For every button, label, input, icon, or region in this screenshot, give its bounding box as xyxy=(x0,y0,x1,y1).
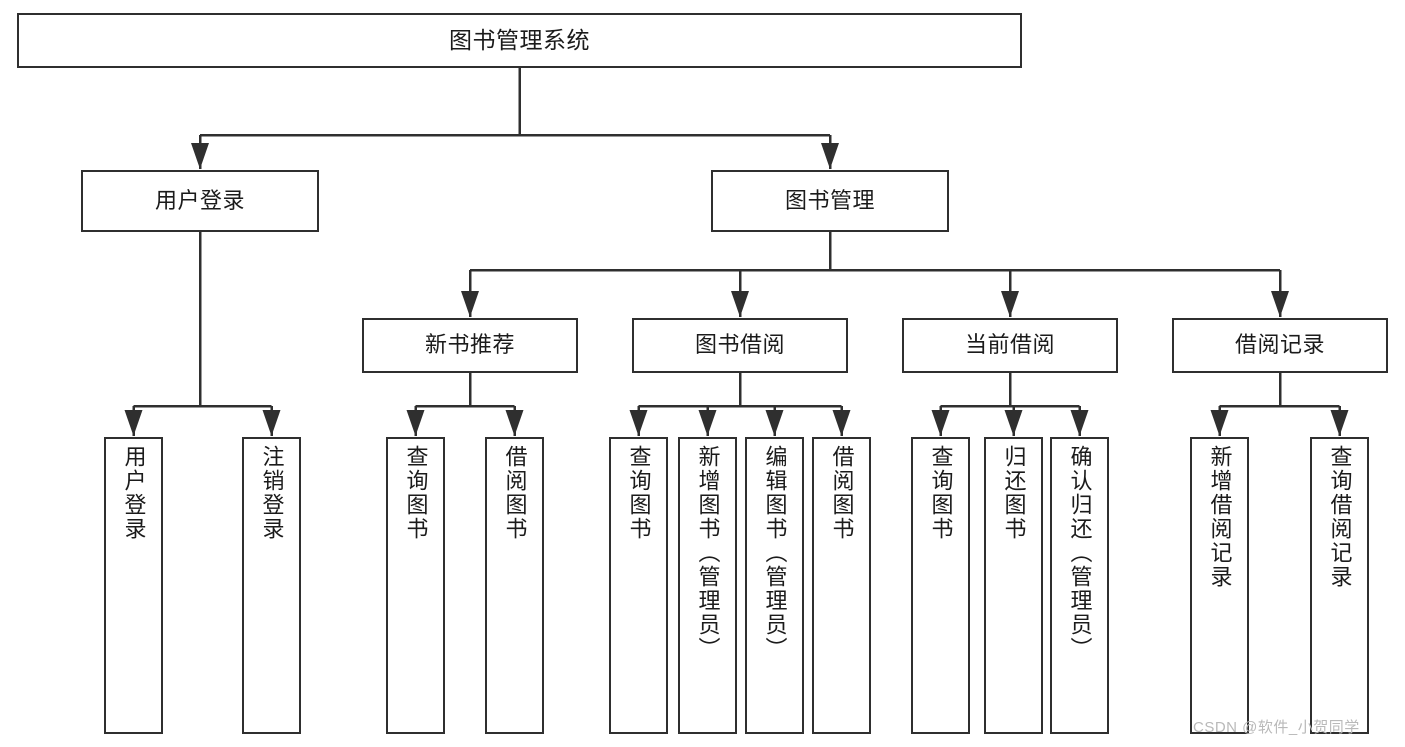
arrow-head-icon xyxy=(191,143,209,169)
arrow-head-icon xyxy=(1330,410,1349,436)
node-label: 注销登录 xyxy=(259,445,285,541)
arrow-head-icon xyxy=(1271,291,1289,317)
node-root: 图书管理系统 xyxy=(17,13,1022,68)
node-borrow-record: 借阅记录 xyxy=(1172,318,1388,373)
node-label: 新书推荐 xyxy=(424,332,515,358)
arrow-head-icon xyxy=(1001,291,1019,317)
arrow-head-icon xyxy=(1210,410,1229,436)
node-leaf-br-query-record: 查询借阅记录 xyxy=(1310,437,1369,734)
node-leaf-rec-query-book: 查询图书 xyxy=(386,437,445,734)
node-label: 新增借阅记录 xyxy=(1207,445,1233,589)
arrow-head-icon xyxy=(461,291,479,317)
node-leaf-bb-edit-book: 编辑图书（管理员） xyxy=(745,437,804,734)
arrow-head-icon xyxy=(821,143,839,169)
arrow-head-icon xyxy=(1070,410,1089,436)
arrow-head-icon xyxy=(1004,410,1023,436)
node-leaf-cb-confirm-return: 确认归还（管理员） xyxy=(1050,437,1109,734)
node-label: 查询图书 xyxy=(403,445,429,541)
node-label: 图书借阅 xyxy=(694,332,785,358)
node-leaf-bb-query-book: 查询图书 xyxy=(609,437,668,734)
node-leaf-bb-add-book: 新增图书（管理员） xyxy=(678,437,737,734)
node-label: 新增图书（管理员） xyxy=(695,445,721,661)
node-label: 查询图书 xyxy=(928,445,954,541)
node-book-borrow: 图书借阅 xyxy=(632,318,848,373)
node-leaf-user-logout: 注销登录 xyxy=(242,437,301,734)
node-label: 归还图书 xyxy=(1001,445,1027,541)
arrow-head-icon xyxy=(765,410,784,436)
node-label: 图书管理系统 xyxy=(449,26,590,53)
node-new-book-rec: 新书推荐 xyxy=(362,318,578,373)
arrow-head-icon xyxy=(629,410,648,436)
node-user-login: 用户登录 xyxy=(81,170,319,232)
node-current-borrow: 当前借阅 xyxy=(902,318,1118,373)
arrow-head-icon xyxy=(731,291,749,317)
arrow-head-icon xyxy=(698,410,717,436)
node-label: 查询借阅记录 xyxy=(1327,445,1353,589)
arrow-head-icon xyxy=(124,410,143,436)
node-book-manage: 图书管理 xyxy=(711,170,949,232)
node-leaf-user-login: 用户登录 xyxy=(104,437,163,734)
node-label: 借阅图书 xyxy=(829,445,855,541)
node-label: 借阅图书 xyxy=(502,445,528,541)
node-label: 借阅记录 xyxy=(1234,332,1325,358)
node-leaf-rec-borrow-book: 借阅图书 xyxy=(485,437,544,734)
node-label: 图书管理 xyxy=(784,187,875,213)
node-label: 用户登录 xyxy=(154,187,245,213)
node-label: 当前借阅 xyxy=(964,332,1055,358)
arrow-head-icon xyxy=(505,410,524,436)
arrow-head-icon xyxy=(832,410,851,436)
node-label: 确认归还（管理员） xyxy=(1067,445,1093,661)
node-leaf-cb-return-book: 归还图书 xyxy=(984,437,1043,734)
arrow-head-icon xyxy=(931,410,950,436)
node-label: 用户登录 xyxy=(121,445,147,541)
arrow-head-icon xyxy=(406,410,425,436)
node-leaf-br-add-record: 新增借阅记录 xyxy=(1190,437,1249,734)
node-label: 查询图书 xyxy=(626,445,652,541)
node-label: 编辑图书（管理员） xyxy=(762,445,788,661)
node-leaf-cb-query-book: 查询图书 xyxy=(911,437,970,734)
node-leaf-bb-borrow-book: 借阅图书 xyxy=(812,437,871,734)
arrow-head-icon xyxy=(262,410,281,436)
